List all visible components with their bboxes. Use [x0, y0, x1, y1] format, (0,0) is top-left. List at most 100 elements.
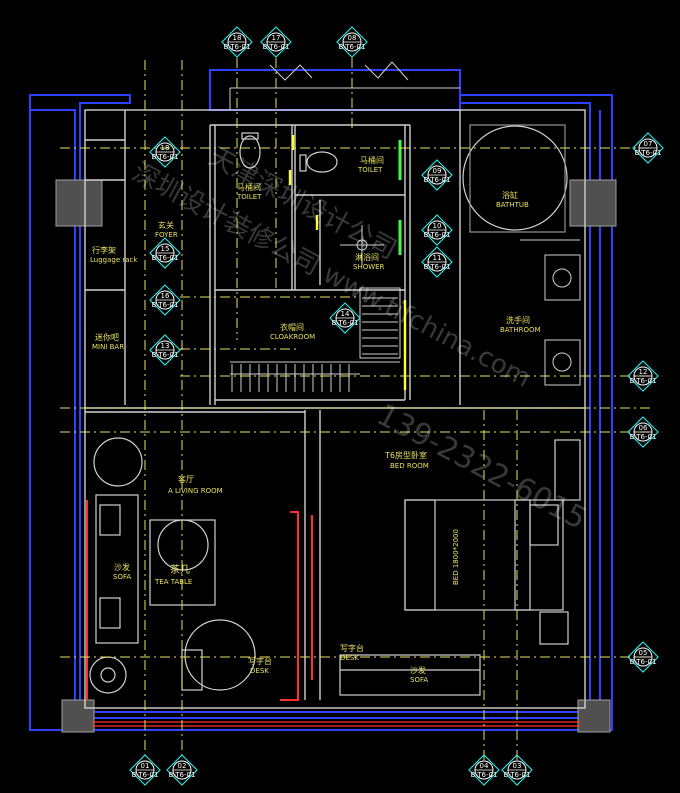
marker-diamond: [260, 26, 292, 58]
bathtub: [462, 124, 568, 233]
sofa1-label-cn: 沙发: [114, 562, 130, 572]
marker-sheet: B-T6-01: [424, 263, 451, 271]
marker-number: 01: [141, 762, 150, 770]
living-label-en: A LIVING ROOM: [168, 487, 223, 495]
section-marker: 14B-T6-01: [329, 302, 361, 334]
toilet1-label-en: TOILET: [236, 193, 262, 201]
section-marker: 03B-T6-01: [501, 754, 533, 786]
marker-number: 04: [480, 762, 489, 770]
marker-number: 14: [341, 310, 350, 318]
marker-number: 08: [348, 34, 357, 42]
marker-diamond: [329, 302, 361, 334]
marker-diamond: [627, 360, 659, 392]
marker-sheet: B-T6-01: [630, 433, 657, 441]
section-marker: 10B-T6-01: [421, 214, 453, 246]
section-marker: 04B-T6-01: [468, 754, 500, 786]
toilet2-label-en: TOILET: [357, 166, 383, 174]
section-marker: 18B-T6-01: [221, 26, 253, 58]
desk2-label-cn: 写字台: [340, 643, 364, 653]
marker-number: 03: [513, 762, 522, 770]
marker-diamond: [166, 754, 198, 786]
bedroom-label-cn: T6房型卧室: [384, 450, 427, 460]
marker-number: 07: [644, 140, 653, 148]
marker-number: 12: [639, 368, 648, 376]
bedroom-furniture: [339, 439, 581, 696]
section-marker: 02B-T6-01: [166, 754, 198, 786]
shower-drain: [340, 225, 384, 265]
bed-label: BED 1800*2000: [452, 529, 460, 585]
bedroom-label-en: BED ROOM: [390, 462, 429, 470]
marker-sheet: B-T6-01: [263, 43, 290, 51]
watermark: 天津深圳设计公司 深圳设计装修公司 www.tifchina.com 139-2…: [127, 142, 592, 537]
section-markers: 18B-T6-0117B-T6-0108B-T6-0107B-T6-0118B-…: [129, 26, 664, 786]
marker-diamond: [149, 334, 181, 366]
marker-sheet: B-T6-01: [630, 658, 657, 666]
marker-diamond: [627, 641, 659, 673]
section-marker: 16B-T6-01: [149, 284, 181, 316]
foyer-label-cn: 玄关: [158, 220, 174, 230]
marker-diamond: [501, 754, 533, 786]
cloakroom-label-en: CLOAKROOM: [270, 333, 315, 341]
marker-sheet: B-T6-01: [152, 351, 179, 359]
bathroom-vanity: [520, 239, 581, 386]
marker-diamond: [468, 754, 500, 786]
marker-sheet: B-T6-01: [152, 254, 179, 262]
desk2-label-en: DESK: [340, 654, 359, 662]
marker-diamond: [627, 416, 659, 448]
shower-label-en: SHOWER: [353, 263, 385, 271]
structural-columns: [55, 179, 617, 733]
marker-number: 18: [161, 144, 170, 152]
window-frames: [229, 61, 460, 110]
bathtub-label-en: BATHTUB: [496, 201, 529, 209]
yellow-accents: [288, 135, 407, 390]
marker-diamond: [149, 237, 181, 269]
sofa1-label-en: SOFA: [113, 573, 131, 581]
teatable-label-cn: 茶几: [170, 563, 190, 576]
marker-number: 10: [433, 222, 442, 230]
desk1-label-cn: 写字台: [248, 656, 272, 666]
window-accent-bottom: [92, 721, 580, 727]
marker-diamond: [632, 132, 664, 164]
marker-number: 02: [178, 762, 187, 770]
cloakroom-rails: [230, 287, 401, 392]
marker-sheet: B-T6-01: [424, 231, 451, 239]
minibar-label-en: MINI BAR: [92, 343, 124, 351]
marker-sheet: B-T6-01: [224, 43, 251, 51]
marker-number: 06: [639, 424, 648, 432]
teatable-label-en: TEA TABLE: [154, 578, 192, 586]
marker-diamond: [221, 26, 253, 58]
section-marker: 01B-T6-01: [129, 754, 161, 786]
bathtub-label-cn: 浴缸: [502, 190, 518, 200]
toilet2-label-cn: 马桶间: [360, 155, 384, 165]
marker-sheet: B-T6-01: [132, 771, 159, 779]
cloakroom-label-cn: 衣帽间: [280, 322, 304, 332]
marker-sheet: B-T6-01: [169, 771, 196, 779]
section-marker: 06B-T6-01: [627, 416, 659, 448]
marker-number: 16: [161, 292, 170, 300]
marker-sheet: B-T6-01: [471, 771, 498, 779]
marker-sheet: B-T6-01: [332, 319, 359, 327]
marker-sheet: B-T6-01: [504, 771, 531, 779]
marker-number: 13: [161, 342, 170, 350]
marker-sheet: B-T6-01: [152, 301, 179, 309]
marker-diamond: [149, 284, 181, 316]
marker-diamond: [421, 214, 453, 246]
section-marker: 05B-T6-01: [627, 641, 659, 673]
toilets: [239, 132, 338, 173]
marker-sheet: B-T6-01: [635, 149, 662, 157]
section-marker: 07B-T6-01: [632, 132, 664, 164]
section-marker: 08B-T6-01: [336, 26, 368, 58]
luggage-label-cn: 行李架: [92, 245, 116, 255]
marker-sheet: B-T6-01: [152, 153, 179, 161]
marker-sheet: B-T6-01: [630, 377, 657, 385]
marker-number: 09: [433, 167, 442, 175]
toilet1-label-cn: 马桶间: [237, 182, 261, 192]
marker-number: 11: [433, 254, 442, 262]
luggage-label-en: Luggage rack: [90, 256, 138, 264]
marker-sheet: B-T6-01: [424, 176, 451, 184]
marker-diamond: [129, 754, 161, 786]
section-marker: 11B-T6-01: [421, 246, 453, 278]
section-marker: 13B-T6-01: [149, 334, 181, 366]
